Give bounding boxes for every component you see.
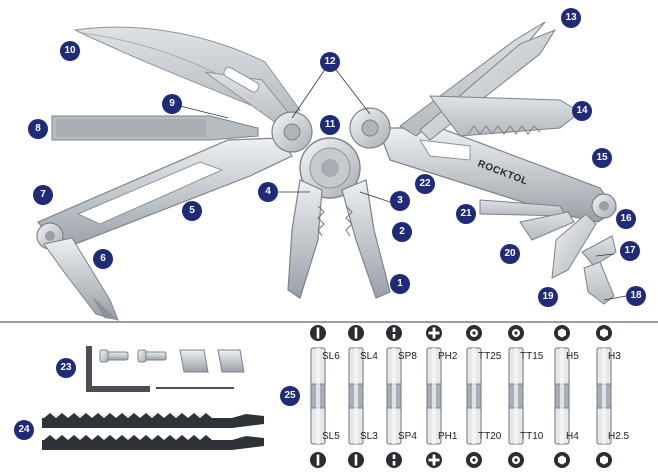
slot-icon	[310, 452, 326, 468]
spanner-icon	[386, 452, 402, 468]
hex-icon	[596, 325, 612, 341]
bit-label-bottom: SL5	[322, 431, 340, 442]
leader-lines	[179, 61, 627, 301]
callout-17: 17	[620, 241, 640, 261]
torx-icon	[466, 452, 482, 468]
bit-label-bottom: TT10	[520, 431, 544, 442]
bit-label-top: TT25	[478, 351, 502, 362]
slot-icon	[310, 325, 326, 341]
spanner-icon	[386, 325, 402, 341]
callout-13: 13	[561, 8, 581, 28]
small-tools	[479, 199, 617, 305]
callout-25: 25	[280, 386, 300, 406]
torx-icon	[466, 325, 482, 341]
hex-icon	[554, 452, 570, 468]
accessories	[86, 346, 245, 392]
callout-24: 24	[14, 420, 34, 440]
bit-label-bottom: TT20	[478, 431, 502, 442]
bit-label-top: TT15	[520, 351, 544, 362]
bit-label-top: H5	[566, 351, 579, 362]
bit-label-top: SL6	[322, 351, 340, 362]
bit-TT25	[466, 347, 482, 445]
bit-holder	[43, 237, 119, 321]
phillips-icon	[426, 452, 442, 468]
callout-8: 8	[28, 119, 48, 139]
slot-icon	[348, 325, 364, 341]
hex-icon	[596, 452, 612, 468]
torx-icon	[508, 452, 524, 468]
callout-2: 2	[392, 222, 412, 242]
bit-PH2	[426, 347, 442, 445]
bit-SL6	[310, 347, 326, 445]
callout-10: 10	[60, 41, 80, 61]
callout-3: 3	[390, 191, 410, 211]
callout-1: 1	[390, 274, 410, 294]
callout-19: 19	[538, 287, 558, 307]
callout-6: 6	[93, 249, 113, 269]
callout-16: 16	[616, 209, 636, 229]
torx-icon	[508, 325, 524, 341]
bit-label-top: PH2	[438, 351, 458, 362]
saw-blade	[428, 95, 581, 137]
center-hub	[299, 137, 361, 199]
bit-TT15	[508, 347, 524, 445]
phillips-icon	[426, 325, 442, 341]
right-handle	[377, 127, 617, 223]
screwdriver-bits	[310, 347, 612, 445]
file-tool	[51, 115, 259, 141]
callout-9: 9	[162, 94, 182, 114]
bit-label-top: H3	[608, 351, 621, 362]
callout-14: 14	[572, 101, 592, 121]
bit-label-bottom: PH1	[438, 431, 458, 442]
callout-20: 20	[500, 244, 520, 264]
bit-head-icons	[310, 325, 612, 468]
callout-18: 18	[626, 286, 646, 306]
left-handle	[36, 137, 293, 251]
bit-label-top: SL4	[360, 351, 378, 362]
callout-22: 22	[415, 174, 435, 194]
callout-7: 7	[33, 185, 53, 205]
bit-label-bottom: SP4	[398, 431, 417, 442]
hinge-discs	[271, 107, 391, 153]
callout-11: 11	[320, 115, 340, 135]
jigsaw-blades	[42, 413, 264, 450]
callout-5: 5	[182, 201, 202, 221]
bit-label-top: SP8	[398, 351, 417, 362]
callout-15: 15	[592, 148, 612, 168]
callout-23: 23	[56, 358, 76, 378]
bit-H3	[596, 347, 612, 445]
bit-label-bottom: H4	[566, 431, 579, 442]
bit-SP8	[386, 347, 402, 445]
callout-4: 4	[258, 182, 278, 202]
bit-label-bottom: SL3	[360, 431, 378, 442]
callout-12: 12	[320, 52, 340, 72]
bit-SL4	[348, 347, 364, 445]
pliers-jaws	[287, 179, 391, 299]
bit-label-bottom: H2.5	[608, 431, 630, 442]
bit-H5	[554, 347, 570, 445]
slot-icon	[348, 452, 364, 468]
callout-21: 21	[456, 204, 476, 224]
hex-icon	[554, 325, 570, 341]
